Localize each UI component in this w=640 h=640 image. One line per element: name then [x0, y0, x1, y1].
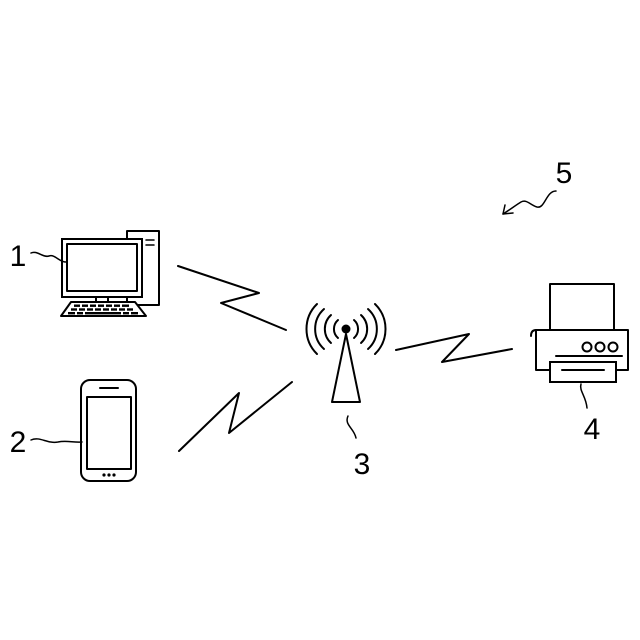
smartphone-icon [81, 380, 136, 481]
label-smartphone: 2 [10, 426, 27, 459]
leader-arrow-5 [503, 191, 556, 214]
label-computer: 1 [10, 240, 27, 273]
label-printer: 4 [584, 413, 601, 446]
leader-line-3 [347, 416, 356, 438]
label-system: 5 [556, 157, 573, 190]
wireless-link-phone-ap [179, 382, 292, 451]
printer-icon [531, 284, 628, 382]
leader-line-2 [31, 439, 82, 442]
desktop-computer-icon [61, 231, 159, 316]
wireless-link-computer-ap [178, 266, 286, 330]
antenna-tower-icon [306, 304, 385, 402]
wireless-link-ap-printer [396, 334, 512, 362]
label-access-point: 3 [354, 448, 371, 481]
leader-line-4 [581, 384, 587, 408]
leader-line-1 [31, 252, 66, 262]
